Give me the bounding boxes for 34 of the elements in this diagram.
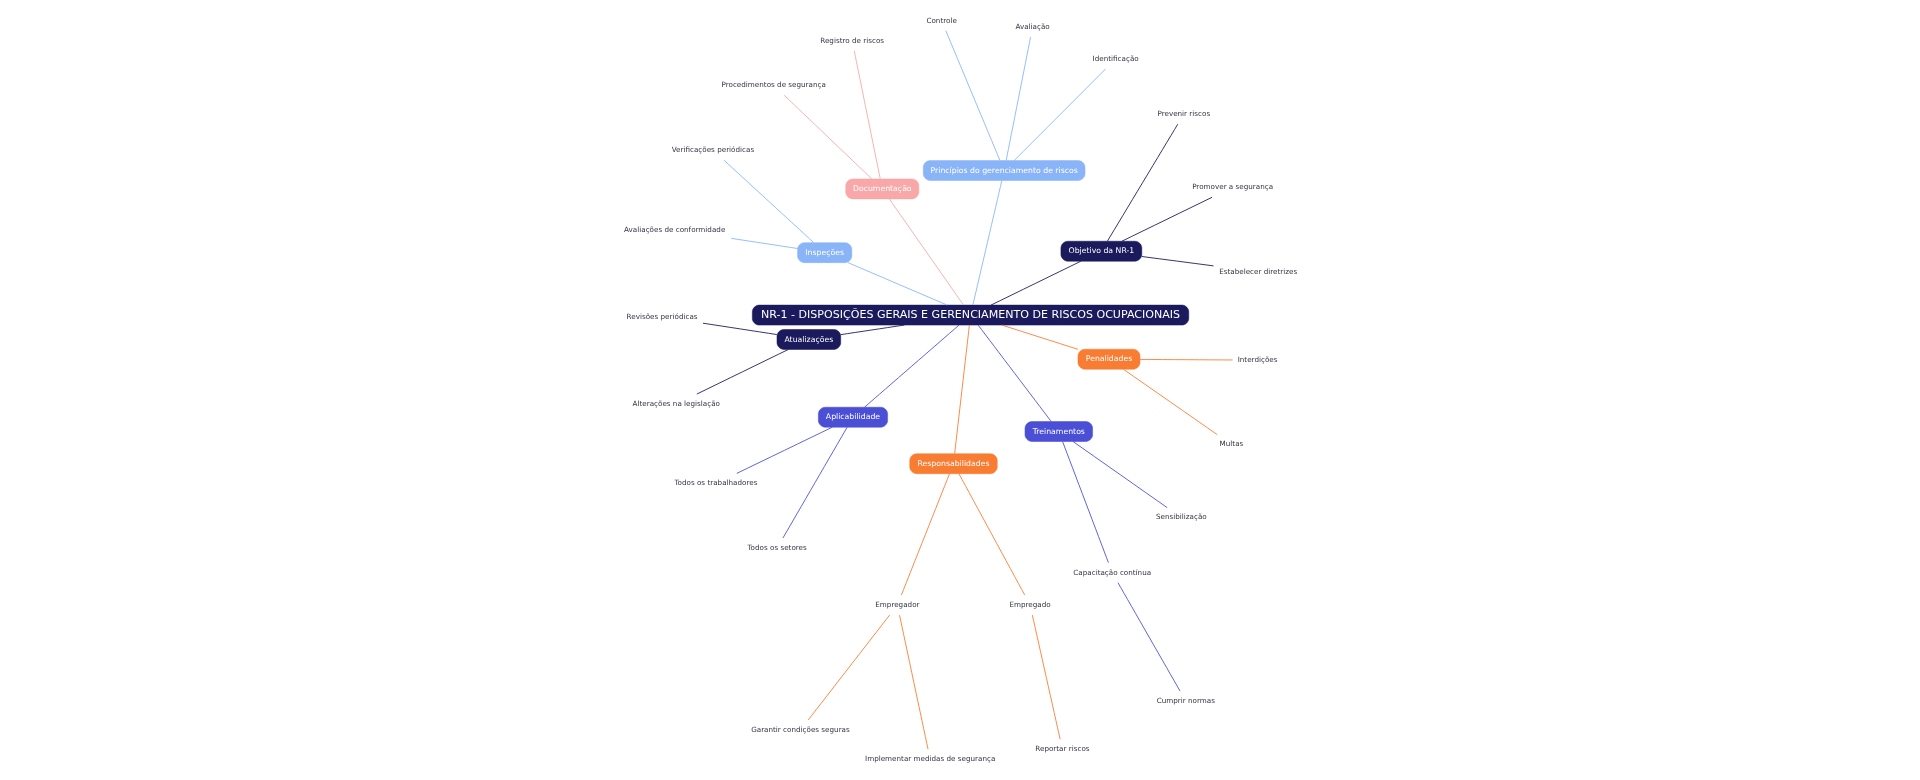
connector — [847, 262, 948, 306]
connector — [953, 324, 970, 455]
connector — [900, 473, 950, 596]
connector — [1005, 36, 1031, 161]
connector — [782, 426, 848, 539]
connector — [735, 426, 833, 474]
connector — [1072, 441, 1168, 509]
connector — [1120, 196, 1212, 242]
connector — [990, 260, 1081, 306]
connector — [958, 473, 1025, 596]
connector — [944, 30, 1000, 161]
connector — [1139, 358, 1233, 361]
connector — [977, 324, 1052, 422]
connector — [853, 50, 881, 180]
connector — [695, 349, 789, 395]
connector — [971, 180, 1002, 306]
connector — [1122, 368, 1218, 435]
connector — [1117, 582, 1180, 692]
connector — [863, 324, 959, 408]
connector — [807, 614, 890, 721]
connector — [898, 614, 928, 750]
connector — [839, 324, 905, 336]
connector — [1013, 68, 1106, 161]
connector — [783, 94, 872, 180]
connector — [1001, 324, 1078, 350]
connector — [702, 322, 777, 335]
connector — [1106, 123, 1178, 242]
connector — [730, 237, 798, 249]
node-box: NR-1 - DISPOSIÇÕES GERAIS E GERENCIAMENTO DE RISCOS OCUPACIONAIS — [751, 304, 1189, 326]
connector — [1141, 256, 1214, 267]
connector — [1061, 441, 1109, 564]
connector — [722, 159, 814, 244]
connector — [888, 198, 964, 306]
connector — [1031, 614, 1061, 740]
